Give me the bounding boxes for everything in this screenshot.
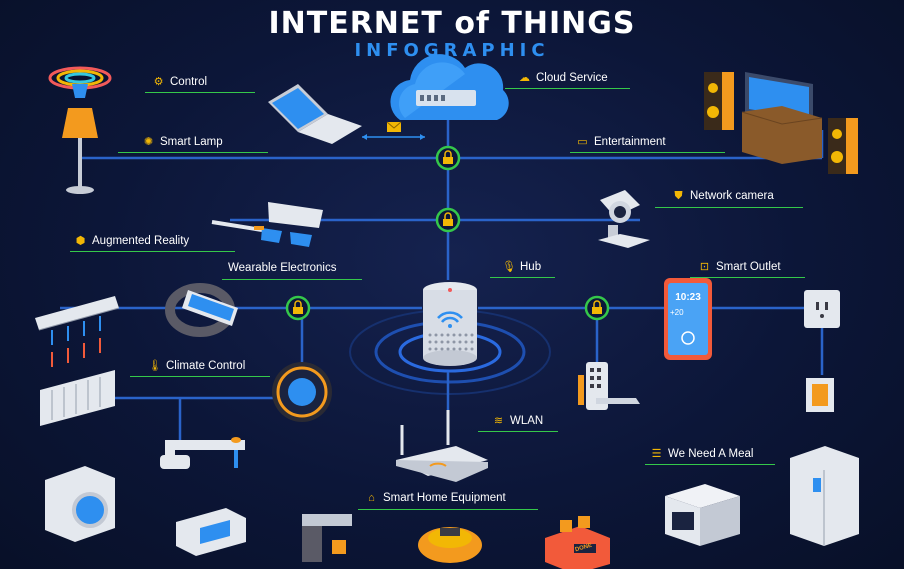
label-wearable-electronics: Wearable Electronics: [228, 262, 337, 274]
label-augmented-reality: ⬢Augmented Reality: [75, 235, 190, 247]
cube-icon: ⬢: [75, 235, 86, 247]
label-cloud-service: ☁Cloud Service: [519, 72, 608, 84]
light-switch-icon: [806, 378, 834, 412]
lightbulb-icon: ✺: [143, 136, 154, 148]
smart-fridge-icon: [790, 446, 859, 546]
label-hub: 🎙Hub: [502, 261, 542, 273]
lock-node-mid: [435, 207, 461, 233]
label-wlan: ≋WLAN: [493, 415, 544, 427]
laptop-icon: [268, 84, 362, 144]
label-climate-control: 🌡Climate Control: [148, 360, 246, 372]
thermometer-icon: 🌡: [148, 360, 162, 372]
heater-radiator-icon: [40, 370, 115, 426]
label-we-need-a-meal: ☰We Need A Meal: [651, 448, 754, 460]
hub-speaker-icon: [423, 282, 477, 366]
washing-machine-icon: [45, 466, 115, 542]
smart-stove-icon: [665, 484, 740, 546]
label-control: ⚙Control: [153, 76, 208, 88]
smart-faucet-icon: [160, 437, 245, 469]
lock-node-top: [435, 145, 461, 171]
phone-temperature: +20: [670, 308, 684, 317]
home-icon: ⌂: [368, 492, 375, 504]
smart-lamp-icon: [48, 66, 112, 194]
robot-vacuum-icon: [418, 527, 482, 563]
cloud-service-icon: [390, 54, 509, 121]
page-subtitle: INFOGRAPHIC: [354, 40, 550, 61]
mail-sync-icon: [362, 121, 425, 140]
plug-icon: ⊡: [699, 261, 710, 273]
microwave-icon: [176, 508, 246, 556]
coffee-machine-icon: [302, 514, 352, 562]
smartphone-icon: [664, 278, 712, 360]
air-conditioner-icon: [35, 296, 120, 367]
wifi-icon: ≋: [493, 415, 504, 427]
phone-time: 10:23: [675, 292, 701, 303]
label-smart-outlet: ⊡Smart Outlet: [699, 261, 781, 273]
label-smart-lamp: ✺Smart Lamp: [143, 136, 223, 148]
thermostat-icon: [272, 362, 332, 422]
smart-outlet-icon: [804, 290, 840, 328]
smart-door-lock-icon: [578, 362, 640, 410]
smart-band-icon: [165, 283, 238, 337]
ar-glasses-icon: [211, 202, 323, 247]
wifi-router-icon: [396, 410, 488, 482]
monitor-icon: ▭: [577, 136, 588, 148]
entertainment-system-icon: [704, 72, 858, 174]
page-title: INTERNET of THINGS: [268, 6, 636, 41]
lock-node-left: [285, 295, 311, 321]
gear-icon: ⚙: [153, 76, 164, 88]
label-entertainment: ▭Entertainment: [577, 136, 666, 148]
shield-icon: ⛊: [674, 190, 683, 202]
toaster-icon: [545, 516, 610, 569]
label-smart-home-equipment: ⌂Smart Home Equipment: [365, 492, 506, 504]
burger-icon: ☰: [651, 448, 662, 460]
microphone-icon: 🎙: [502, 261, 516, 273]
network-camera-icon: [598, 190, 650, 248]
cloud-icon: ☁: [519, 72, 530, 84]
label-network-camera: ⛊Network camera: [672, 190, 773, 203]
lock-node-right: [584, 295, 610, 321]
